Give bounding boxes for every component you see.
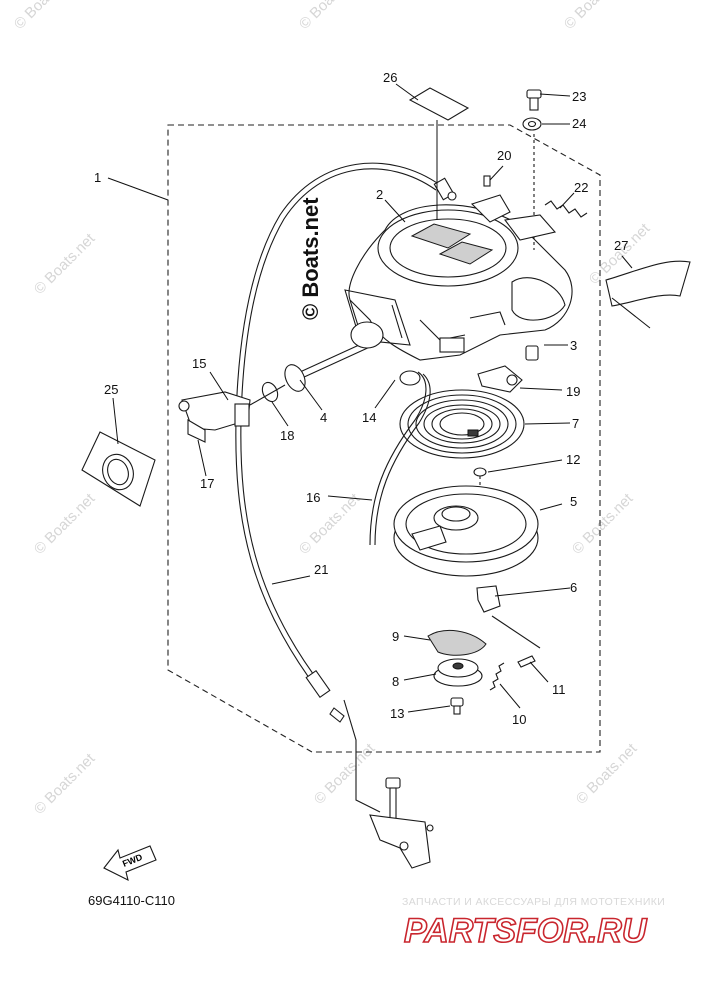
- callout-14: 14: [362, 410, 376, 425]
- center-bolt: [450, 697, 464, 715]
- callout-4: 4: [320, 410, 327, 425]
- callout-15: 15: [192, 356, 206, 371]
- catalog-code: 69G4110-C110: [88, 893, 175, 908]
- callout-25: 25: [104, 382, 118, 397]
- boats-net-watermark: © Boats.net: [298, 197, 323, 320]
- watermark-text: © Boats.net: [31, 230, 99, 298]
- callout-19: 19: [566, 384, 580, 399]
- callout-6: 6: [570, 580, 577, 595]
- watermark-text: © Boats.net: [573, 740, 641, 808]
- callout-16: 16: [306, 490, 320, 505]
- callout-2: 2: [376, 187, 383, 202]
- callout-12: 12: [566, 452, 580, 467]
- watermark-text: © Boats.net: [296, 0, 364, 33]
- callout-26: 26: [383, 70, 397, 85]
- lower-cable-bracket: [343, 699, 434, 869]
- cable-end-plunger: [284, 321, 384, 392]
- forward-direction-arrow: FWD: [103, 845, 157, 882]
- callout-13: 13: [390, 706, 404, 721]
- callout-8: 8: [392, 674, 399, 689]
- promo-tagline: ЗАПЧАСТИ И АКСЕССУАРЫ ДЛЯ МОТОТЕХНИКИ: [402, 896, 665, 908]
- pawl-spring-and-link: [489, 615, 541, 691]
- callout-21: 21: [314, 562, 328, 577]
- promo-logo: PARTSFOR.RU: [404, 912, 648, 950]
- callout-numbers: 1 2 3 4 5 6 7 8 9 10 11 12 13 14 15 16 1…: [94, 70, 628, 727]
- cable-fitting: [249, 381, 286, 406]
- watermark-text: © Boats.net: [569, 490, 637, 558]
- label-plate: [408, 87, 470, 121]
- promo-footer: ЗАПЧАСТИ И АКСЕССУАРЫ ДЛЯ МОТОТЕХНИКИ PA…: [402, 896, 665, 951]
- watermark-text: © Boats.net: [561, 0, 629, 33]
- lever-pin-and-spring: [470, 175, 588, 241]
- starter-cable: [235, 162, 457, 723]
- callout-9: 9: [392, 629, 399, 644]
- watermark-text: © Boats.net: [31, 490, 99, 558]
- drive-pawl: [476, 585, 501, 613]
- starter-housing: [344, 204, 573, 361]
- watermark-text: © Boats.net: [11, 0, 79, 33]
- callout-24: 24: [572, 116, 586, 131]
- callout-10: 10: [512, 712, 526, 727]
- callout-18: 18: [280, 428, 294, 443]
- callout-7: 7: [572, 416, 579, 431]
- collar-and-lever: [477, 345, 539, 393]
- cable-bracket: [178, 391, 251, 443]
- callout-27: 27: [614, 238, 628, 253]
- sheave-drum: [393, 485, 539, 577]
- circlip: [473, 467, 487, 477]
- callout-leaders: [107, 83, 651, 713]
- cover-label: [605, 260, 691, 307]
- callout-17: 17: [200, 476, 214, 491]
- friction-plate: [427, 630, 487, 656]
- rubber-grommet: [81, 431, 156, 507]
- watermark-text: © Boats.net: [31, 750, 99, 818]
- callout-20: 20: [497, 148, 511, 163]
- cable-clamp: [399, 370, 421, 386]
- callout-1: 1: [94, 170, 101, 185]
- callout-23: 23: [572, 89, 586, 104]
- callout-3: 3: [570, 338, 577, 353]
- callout-22: 22: [574, 180, 588, 195]
- watermark-text: © Boats.net: [311, 740, 379, 808]
- drive-plate: [433, 658, 483, 687]
- assembly-boundary: [167, 124, 601, 753]
- callout-11: 11: [552, 682, 566, 697]
- recoil-spring: [399, 389, 525, 459]
- callout-5: 5: [570, 494, 577, 509]
